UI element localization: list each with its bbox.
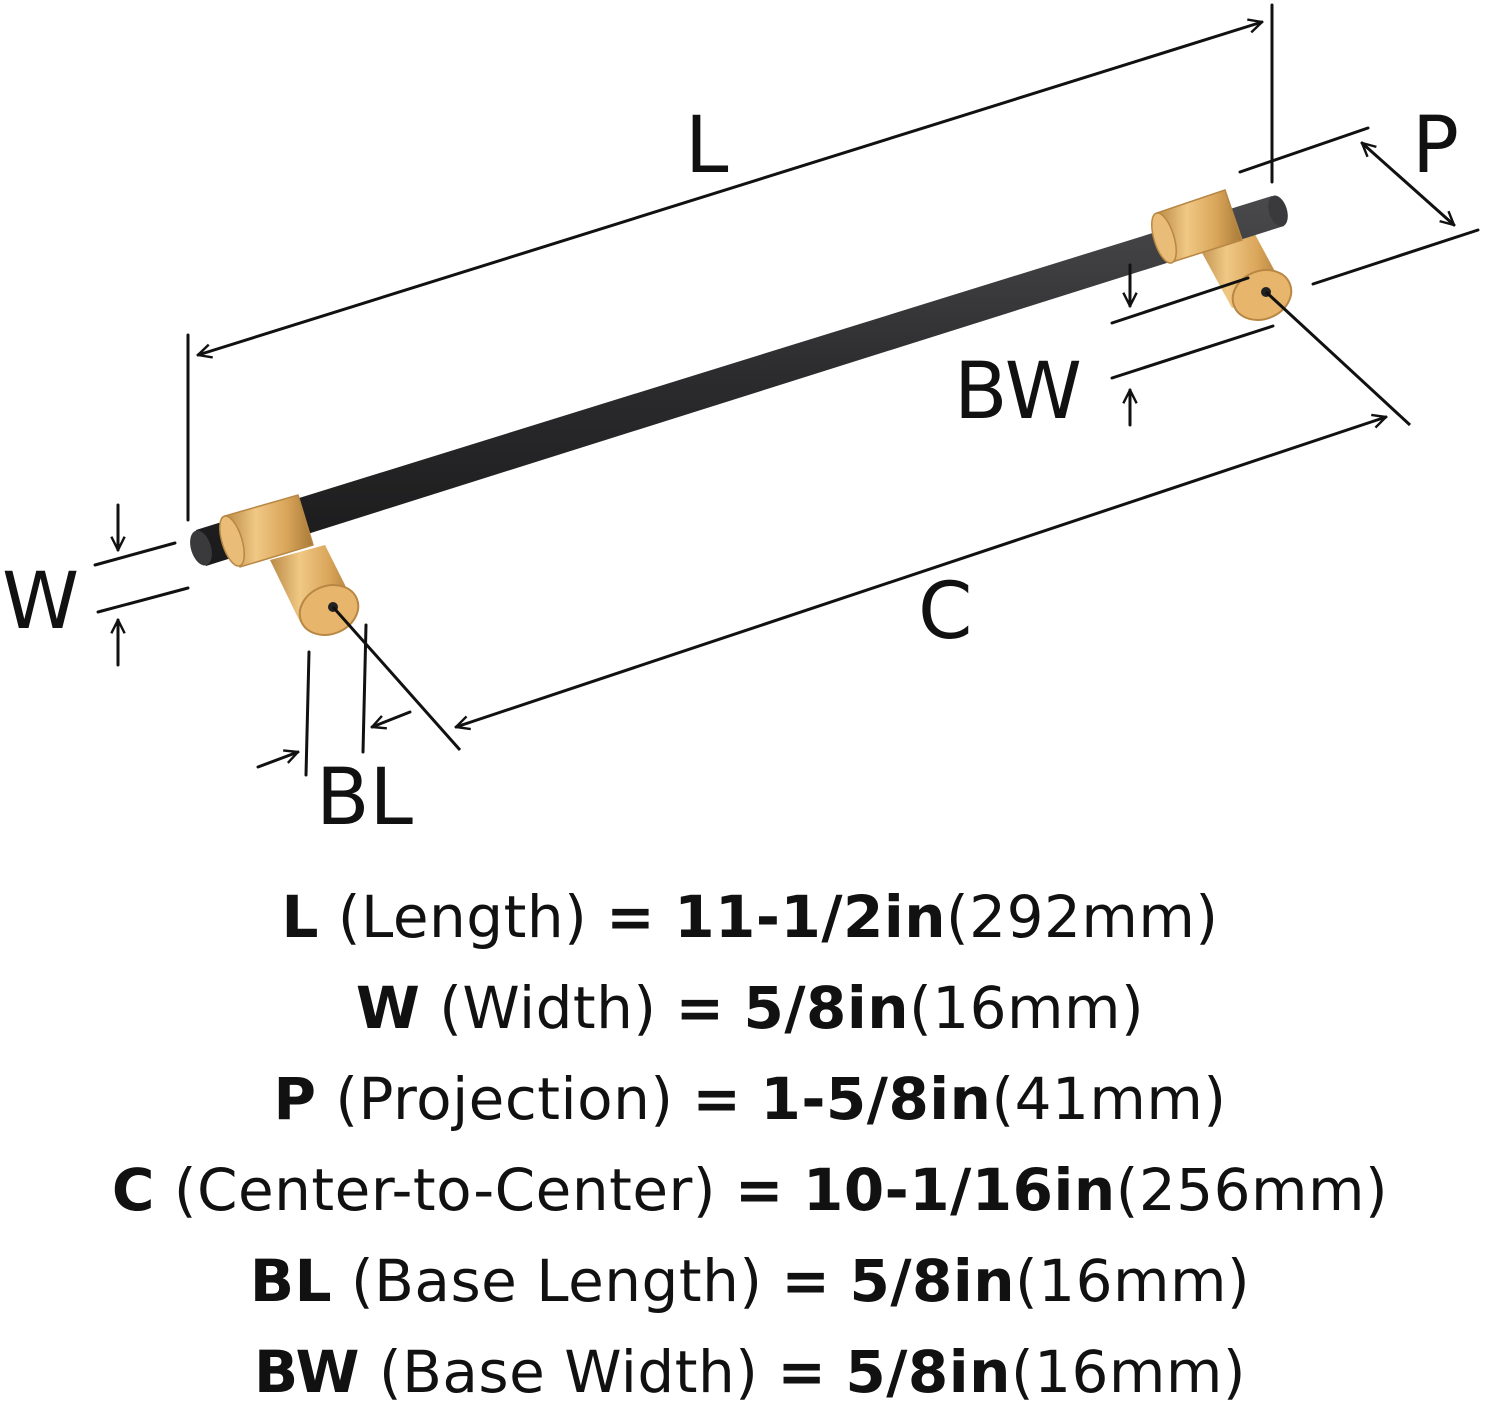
projection-arrow [1362, 143, 1454, 225]
left-post [270, 545, 360, 636]
spec-row-length: L (Length) = 11-1/2in(292mm) [0, 872, 1500, 963]
spec-metric: (16mm) [909, 974, 1145, 1042]
handle-dimension-diagram: L W P C BL BW [2, 3, 1480, 843]
label-center-to-center: C [918, 567, 972, 657]
spec-imperial: 5/8in [849, 1247, 1016, 1315]
center-leader-right [1264, 290, 1412, 427]
spec-equals: = [692, 1065, 742, 1133]
spec-metric: (41mm) [991, 1065, 1227, 1133]
bar-end-left [190, 530, 212, 566]
base-length-extension-left [304, 650, 311, 777]
spec-name: (Base Width) [378, 1338, 759, 1406]
spec-equals: = [606, 883, 656, 951]
label-base-width: BW [954, 347, 1082, 437]
spec-name: (Projection) [335, 1065, 674, 1133]
spec-row-width: W (Width) = 5/8in(16mm) [0, 963, 1500, 1054]
base-width-line-bottom [1110, 324, 1275, 380]
spec-name: (Center-to-Center) [173, 1156, 716, 1224]
dimension-lines [93, 3, 1480, 777]
spec-row-center-to-center: C (Center-to-Center) = 10-1/16in(256mm) [0, 1145, 1500, 1236]
bar-body [196, 196, 1284, 566]
length-arrow [198, 22, 1262, 355]
cabinet-pull-handle [190, 189, 1293, 636]
spec-imperial: 5/8in [845, 1338, 1011, 1406]
spec-equals: = [777, 1338, 827, 1406]
width-line-top [93, 541, 177, 567]
base-length-arrow-right [372, 710, 412, 727]
base-length-arrow-left [256, 752, 298, 769]
spec-metric: (16mm) [1010, 1338, 1246, 1406]
spec-name: (Length) [337, 883, 588, 951]
spec-abbr: C [111, 1156, 155, 1224]
base-length-extension-right [361, 623, 368, 754]
projection-line-bottom [1311, 228, 1480, 286]
spec-metric: (292mm) [946, 883, 1219, 951]
spec-abbr: BW [253, 1338, 360, 1406]
spec-equals: = [781, 1247, 831, 1315]
width-line-bottom [96, 586, 190, 614]
spec-name: (Width) [439, 974, 657, 1042]
label-length: L [685, 101, 729, 191]
spec-metric: (16mm) [1015, 1247, 1251, 1315]
base-width-line-top [1110, 276, 1250, 325]
spec-abbr: L [281, 883, 319, 951]
spec-imperial: 10-1/16in [802, 1156, 1116, 1224]
spec-imperial: 1-5/8in [760, 1065, 992, 1133]
spec-imperial: 5/8in [743, 974, 910, 1042]
spec-abbr: W [355, 974, 421, 1042]
bar-end-right [1268, 195, 1288, 227]
spec-name: (Base Length) [351, 1247, 763, 1315]
spec-row-base-width: BW (Base Width) = 5/8in(16mm) [0, 1327, 1500, 1418]
spec-metric: (256mm) [1115, 1156, 1389, 1224]
spec-row-projection: P (Projection) = 1-5/8in(41mm) [0, 1054, 1500, 1145]
spec-row-base-length: BL (Base Length) = 5/8in(16mm) [0, 1236, 1500, 1327]
label-base-length: BL [316, 753, 414, 843]
spec-imperial: 11-1/2in [674, 883, 947, 951]
label-projection: P [1412, 101, 1459, 191]
spec-abbr: BL [249, 1247, 333, 1315]
spec-abbr: P [273, 1065, 317, 1133]
dimension-spec-list: L (Length) = 11-1/2in(292mm) W (Width) =… [0, 872, 1500, 1418]
label-width: W [2, 557, 79, 647]
projection-line-top [1238, 126, 1370, 174]
center-leader-left [331, 606, 462, 751]
left-collar [219, 494, 314, 568]
center-to-center-arrow [456, 417, 1386, 727]
spec-equals: = [734, 1156, 785, 1224]
spec-equals: = [675, 974, 725, 1042]
dimension-labels: L W P C BL BW [2, 101, 1459, 843]
